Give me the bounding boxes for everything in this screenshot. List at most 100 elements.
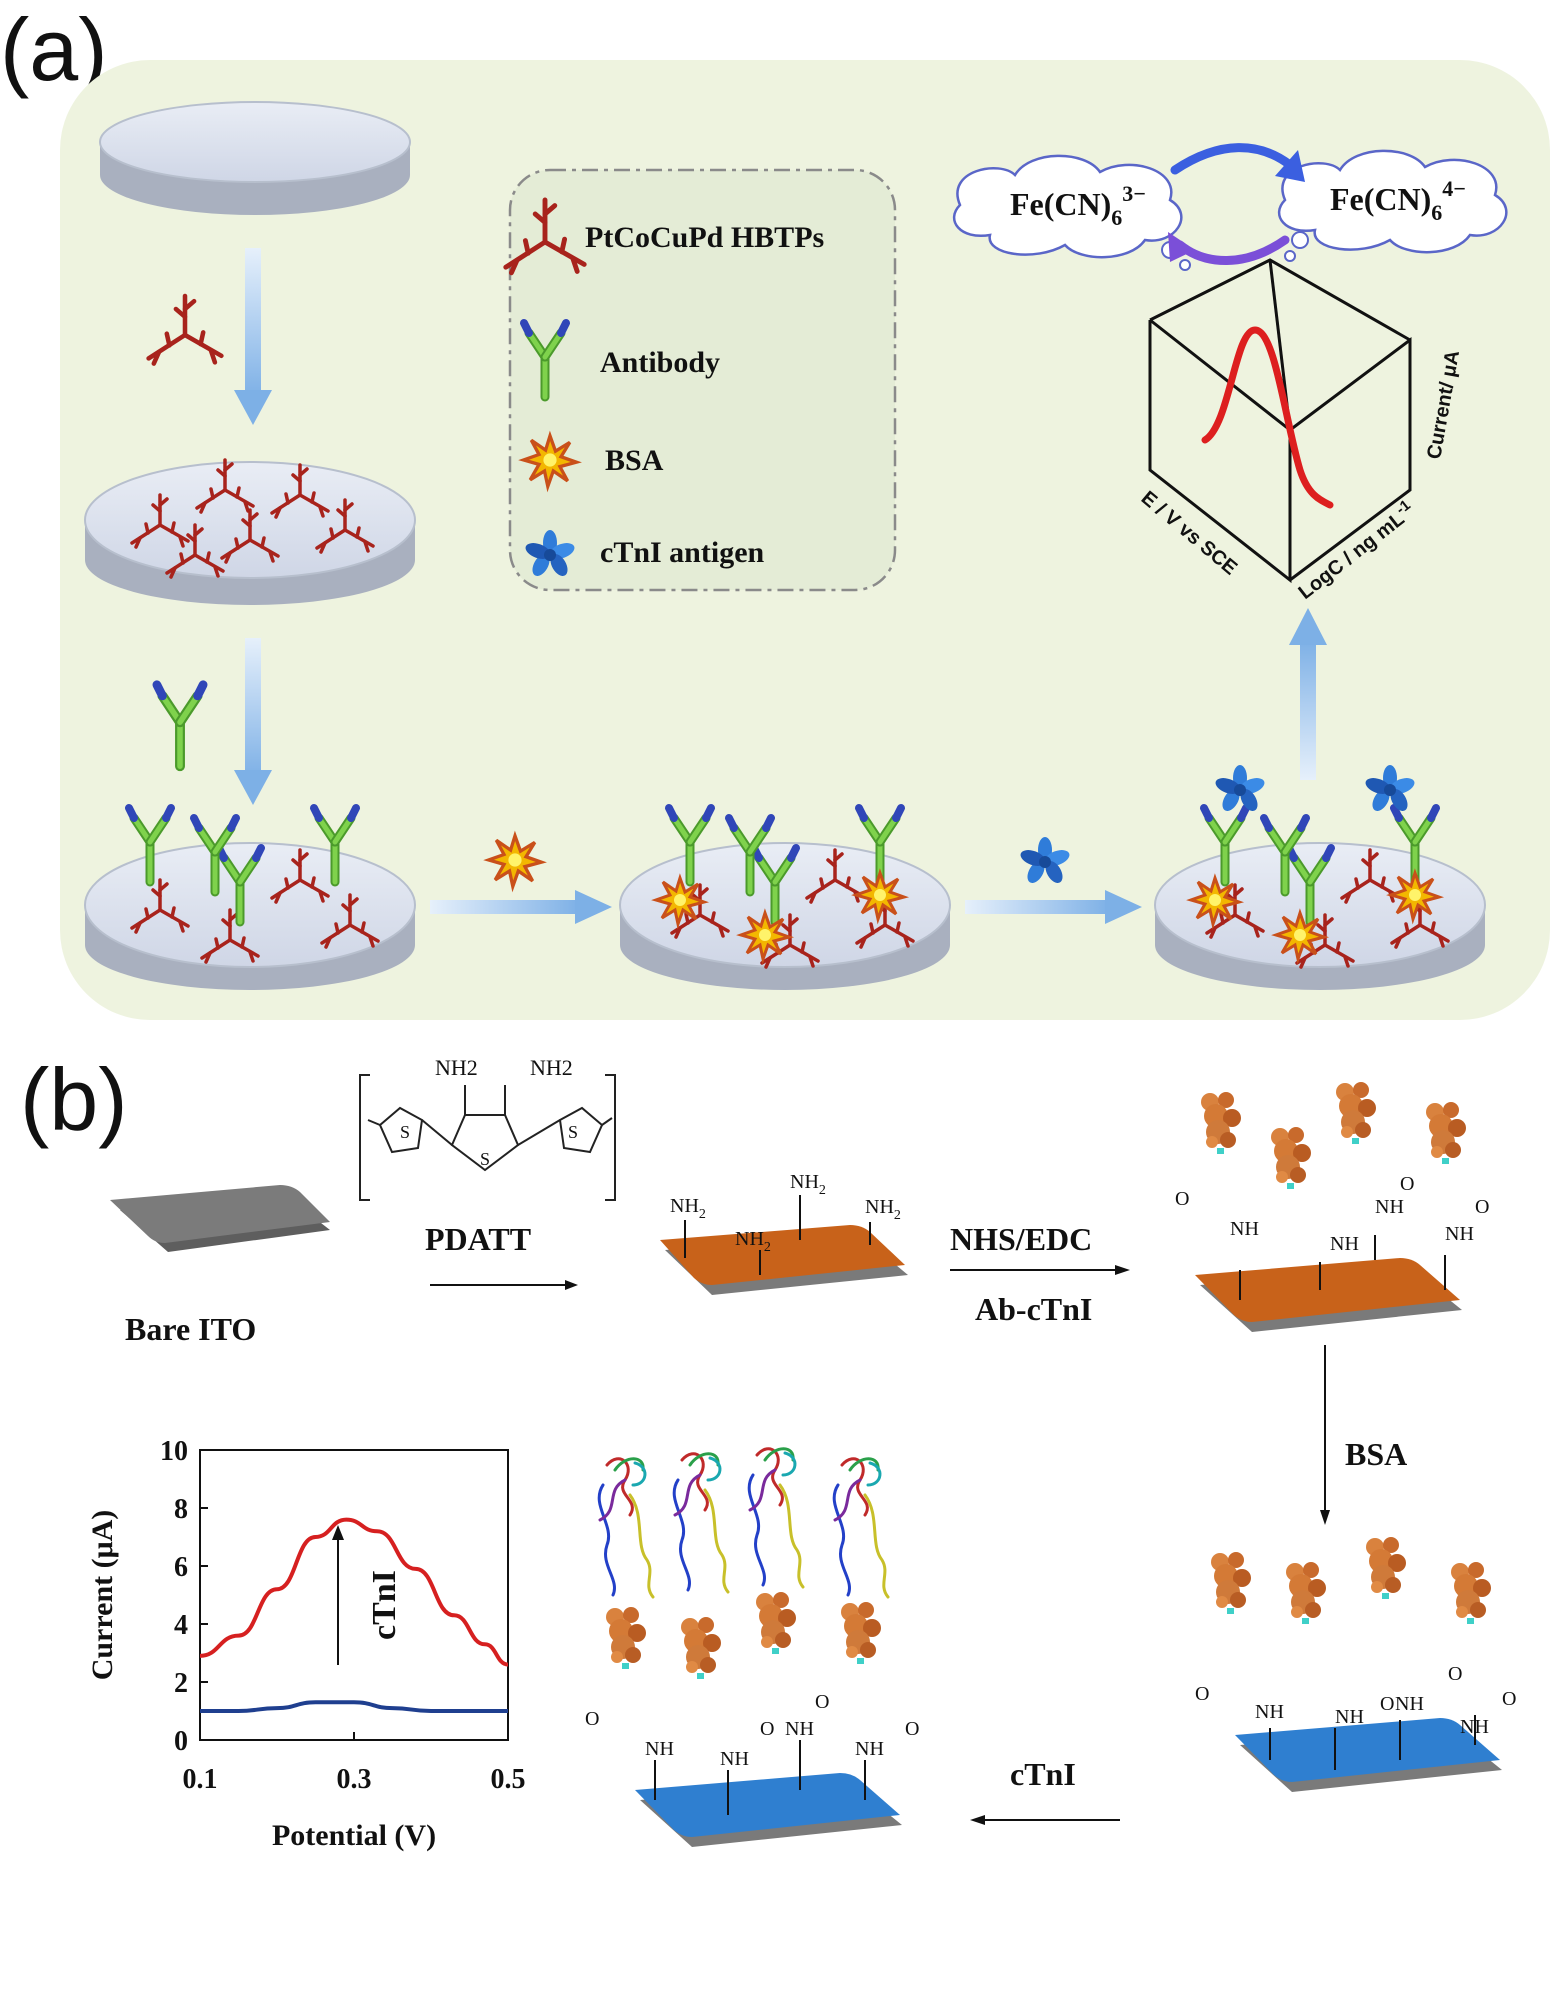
bsa-carbonyl-o-4: O [1502, 1688, 1516, 1710]
thiophene-s-3: S [568, 1122, 578, 1142]
y-tick-label: 4 [174, 1610, 188, 1641]
chart-x-label: Potential (V) [272, 1819, 436, 1852]
bsa-label: BSA [1345, 1436, 1407, 1472]
series-line-with-ctni [199, 1517, 509, 1667]
legend-box: PtCoCuPd HBTPs Antibody BSA cTnI antigen [506, 168, 897, 592]
carbonyl-o-2: O [1400, 1173, 1414, 1195]
hbtp-modified-disk [84, 458, 416, 605]
svg-text:Fe(CN)64−: Fe(CN)64− [1330, 176, 1466, 225]
x-tick-label: 0.5 [491, 1764, 526, 1795]
ag-amide-nh-2: NH [720, 1748, 749, 1770]
redox-left-sup: 3− [1122, 181, 1146, 206]
x-tick-label: 0.3 [337, 1764, 372, 1795]
bare-ito-slide [110, 1185, 330, 1252]
bsa-carbonyl-o-1: O [1195, 1683, 1209, 1705]
amine-sub-3: 2 [894, 1208, 901, 1223]
amine-sub-4: 2 [764, 1240, 771, 1255]
dpv-3d-plot [1148, 258, 1412, 584]
bsa-amide-nh-2: NH [1335, 1706, 1364, 1728]
redox-cloud-left: Fe(CN)63− [953, 154, 1191, 271]
thiophene-s-1: S [400, 1122, 410, 1142]
legend-label-hbtp: PtCoCuPd HBTPs [585, 221, 824, 254]
redox-left-sub: 6 [1111, 205, 1122, 230]
y-tick-label: 8 [174, 1494, 188, 1525]
amide-nh-3: NH [1375, 1196, 1404, 1218]
antigen-captured-disk [1154, 765, 1486, 990]
svg-text:NH2: NH2 [790, 1171, 826, 1198]
panel-b-label: (b) [20, 1050, 128, 1149]
legend-label-antigen: cTnI antigen [600, 536, 765, 569]
ag-amide-nh-1: NH [645, 1738, 674, 1760]
bsa-amide-nh-1: NH [1255, 1701, 1284, 1723]
amine-sub-2: 2 [819, 1183, 826, 1198]
ag-amide-nh-4: NH [855, 1738, 884, 1760]
bsa-blocked-disk [619, 808, 951, 990]
y-tick-label: 2 [174, 1668, 188, 1699]
step-arrow-right-1 [430, 890, 612, 924]
ab-ctni-label: Ab-cTnI [975, 1291, 1092, 1327]
svg-text:NH2: NH2 [865, 1196, 901, 1223]
amide-nh-4: NH [1445, 1223, 1474, 1245]
pdatt-amine-left: NH2 [435, 1055, 478, 1080]
dpv-chart: 0 2 4 6 8 10 0.1 0.3 0.5 cTnI Potential (V) Cur… [86, 1436, 526, 1852]
antibody-immobilized-ito [1195, 1082, 1466, 1332]
y-tick-label: 6 [174, 1552, 188, 1583]
pdatt-amine-right: NH2 [530, 1055, 573, 1080]
bsa-amide-nh-4: NH [1460, 1716, 1489, 1738]
pdatt-structure [359, 1074, 616, 1201]
step-arrow-right-2 [965, 890, 1142, 924]
amide-nh-1: NH [1230, 1218, 1259, 1240]
bsa-carbonyl-o-2: O [1380, 1693, 1394, 1715]
step-arrow-up [1289, 608, 1327, 780]
amine-label-3: NH [865, 1196, 894, 1218]
ag-carbonyl-o-2: O [760, 1718, 774, 1740]
pdatt-modified-ito [660, 1195, 908, 1295]
panel-a-label: (a) [0, 0, 108, 99]
step-arrow-down-2 [234, 638, 272, 805]
step-arrow-down-1 [234, 248, 272, 425]
y-tick-label: 0 [174, 1726, 188, 1757]
amine-label-4: NH [735, 1228, 764, 1250]
series-line-baseline [199, 1700, 508, 1714]
carbonyl-o-3: O [1475, 1196, 1489, 1218]
legend-label-antibody: Antibody [600, 346, 720, 379]
amide-nh-2: NH [1330, 1233, 1359, 1255]
y-tick-label: 10 [160, 1436, 188, 1467]
chart-annotation: cTnI [366, 1570, 403, 1640]
svg-text:Fe(CN)63−: Fe(CN)63− [1010, 181, 1146, 230]
dpv-peak-curve [1201, 326, 1334, 509]
redox-cloud-right: Fe(CN)64− [1278, 149, 1508, 262]
bsa-carbonyl-o-3: O [1448, 1663, 1462, 1685]
bsa-arrow [1320, 1345, 1330, 1525]
redox-right-sup: 4− [1442, 176, 1466, 201]
bare-electrode-disk [99, 101, 411, 215]
pdatt-arrow [430, 1280, 578, 1290]
thiophene-s-2: S [480, 1149, 490, 1169]
nhs-edc-label: NHS/EDC [950, 1221, 1092, 1257]
chart-increase-arrow [332, 1525, 344, 1665]
antibody-disk [84, 808, 416, 990]
bsa-amide-nh-3: NH [1395, 1693, 1424, 1715]
amine-sub-1: 2 [699, 1207, 706, 1222]
ctni-arrow [970, 1815, 1120, 1825]
ag-carbonyl-o-1: O [585, 1708, 599, 1730]
bsa-blocked-ito [1211, 1537, 1502, 1792]
ctni-step-label: cTnI [1010, 1756, 1076, 1792]
legend-label-bsa: BSA [605, 444, 664, 477]
carbonyl-o-1: O [1175, 1188, 1189, 1210]
redox-right-sub: 6 [1431, 200, 1442, 225]
nhs-edc-arrow [950, 1265, 1130, 1275]
ag-carbonyl-o-3: O [815, 1691, 829, 1713]
antigen-bound-ito [597, 1447, 902, 1847]
bare-ito-label: Bare ITO [125, 1311, 256, 1347]
redox-right-formula: Fe(CN) [1330, 181, 1431, 217]
amine-label-2: NH [790, 1171, 819, 1193]
chart-y-label: Current (μA) [86, 1510, 119, 1681]
redox-cycle-arrows [1168, 143, 1305, 265]
chart-plot-area [199, 1449, 509, 1741]
ag-carbonyl-o-4: O [905, 1718, 919, 1740]
redox-left-formula: Fe(CN) [1010, 186, 1111, 222]
x-tick-label: 0.1 [183, 1764, 218, 1795]
svg-text:NH2: NH2 [670, 1195, 706, 1222]
